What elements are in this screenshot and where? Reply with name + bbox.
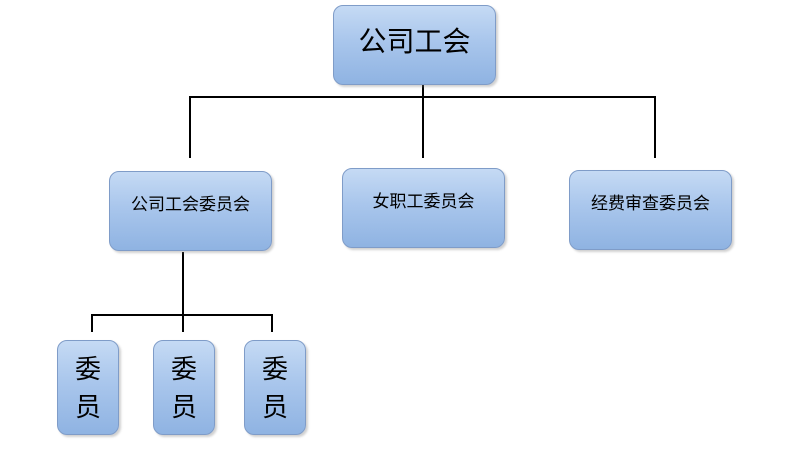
member-node-3: 委员: [244, 340, 306, 435]
root-node-company-union: 公司工会: [333, 5, 496, 85]
department-node-union-committee: 公司工会委员会: [109, 171, 272, 251]
department-node-label: 女职工委员会: [372, 192, 475, 212]
department-node-female-workers-committee: 女职工委员会: [342, 168, 505, 248]
root-node-label: 公司工会: [358, 25, 471, 58]
department-node-audit-committee: 经费审查委员会: [569, 170, 732, 250]
member-node-1: 委员: [57, 340, 119, 435]
member-node-2: 委员: [153, 340, 215, 435]
member-node-label: 委员: [170, 355, 197, 423]
department-node-label: 公司工会委员会: [131, 195, 250, 215]
department-node-label: 经费审查委员会: [591, 194, 710, 214]
member-node-label: 委员: [261, 355, 288, 423]
member-node-label: 委员: [74, 355, 101, 423]
